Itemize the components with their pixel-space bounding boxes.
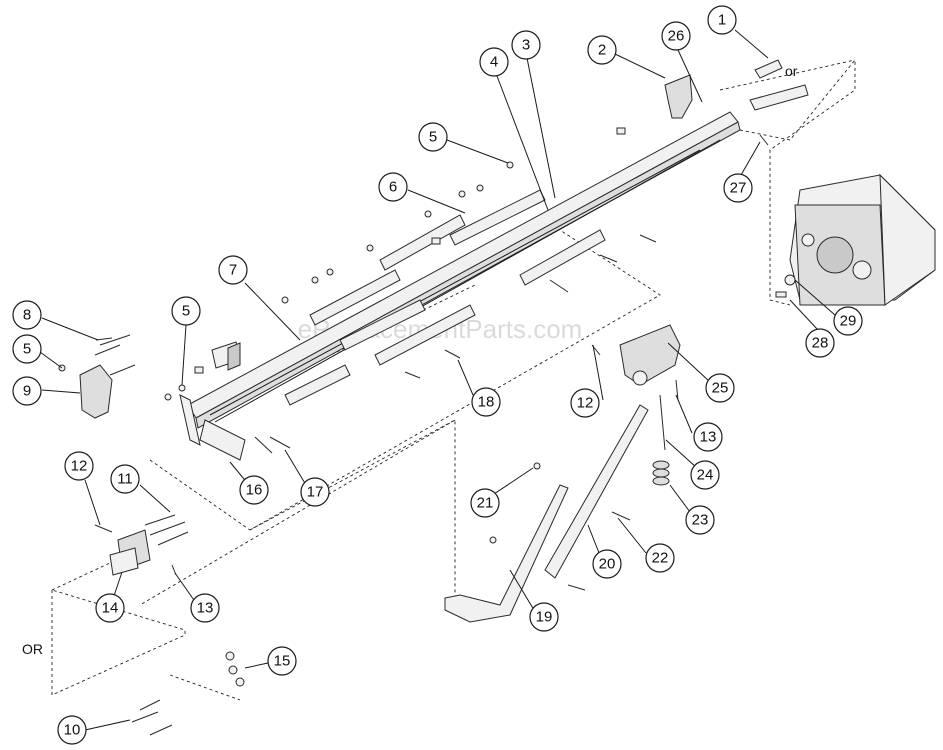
dashed-guides [51, 58, 856, 701]
callout-27: 27 [723, 173, 753, 203]
svg-text:22: 22 [652, 550, 669, 567]
svg-text:8: 8 [23, 307, 31, 324]
callout-25: 25 [705, 373, 735, 403]
svg-text:2: 2 [598, 42, 606, 59]
callout-7: 7 [218, 255, 248, 285]
svg-text:25: 25 [712, 380, 729, 397]
svg-text:10: 10 [64, 722, 81, 739]
svg-text:12: 12 [577, 395, 594, 412]
callout-3: 3 [511, 30, 541, 60]
svg-text:23: 23 [692, 512, 709, 529]
leader-lines [39, 29, 836, 731]
door-bracket [94, 514, 189, 576]
callout-1: 1 [707, 5, 737, 35]
svg-text:9: 9 [23, 383, 31, 400]
svg-text:5: 5 [182, 303, 190, 320]
svg-text:7: 7 [229, 262, 237, 279]
callout-5-mid: 5 [171, 296, 201, 326]
callout-8: 8 [12, 300, 42, 330]
svg-text:1: 1 [718, 12, 726, 29]
callout-9: 9 [12, 376, 42, 406]
callout-21: 21 [470, 488, 500, 518]
callout-12-left: 12 [64, 451, 94, 481]
callout-6: 6 [378, 172, 408, 202]
callout-13-left: 13 [190, 593, 220, 623]
callout-13-right: 13 [693, 422, 723, 452]
callout-10: 10 [57, 715, 87, 745]
callout-28: 28 [805, 328, 835, 358]
svg-text:17: 17 [307, 484, 324, 501]
callouts: 1 2 3 4 5 6 7 8 5 9 5 10 11 12 12 13 13 … [12, 5, 863, 745]
or-label-small: or [785, 63, 798, 79]
callout-11: 11 [110, 464, 140, 494]
callout-12-right: 12 [570, 388, 600, 418]
svg-text:13: 13 [700, 429, 717, 446]
callout-29: 29 [833, 306, 863, 336]
svg-text:13: 13 [197, 600, 214, 617]
callout-20: 20 [592, 549, 622, 579]
rail-assembly [58, 111, 741, 461]
callout-2: 2 [587, 35, 617, 65]
svg-text:29: 29 [840, 313, 857, 330]
callout-18: 18 [471, 387, 501, 417]
or-label-large: OR [22, 641, 43, 657]
svg-text:16: 16 [246, 482, 263, 499]
svg-text:5: 5 [429, 129, 437, 146]
svg-text:24: 24 [697, 467, 714, 484]
svg-text:6: 6 [389, 179, 397, 196]
svg-text:20: 20 [599, 556, 616, 573]
bottom-hardware [131, 651, 245, 736]
callout-4: 4 [479, 47, 509, 77]
callout-17: 17 [300, 477, 330, 507]
svg-text:21: 21 [477, 495, 494, 512]
svg-text:3: 3 [522, 37, 530, 54]
svg-text:18: 18 [478, 394, 495, 411]
callout-24: 24 [690, 460, 720, 490]
svg-text:26: 26 [668, 28, 685, 45]
motor-unit [775, 173, 936, 306]
svg-text:27: 27 [730, 180, 747, 197]
callout-26: 26 [661, 21, 691, 51]
callout-5-left: 5 [12, 334, 42, 364]
svg-text:19: 19 [536, 609, 553, 626]
header-bracket [79, 334, 136, 419]
callout-15: 15 [267, 646, 297, 676]
svg-text:28: 28 [812, 335, 829, 352]
callout-5-top: 5 [418, 122, 448, 152]
svg-text:5: 5 [23, 341, 31, 358]
callout-16: 16 [239, 475, 269, 505]
callout-23: 23 [685, 505, 715, 535]
svg-text:14: 14 [102, 600, 119, 617]
svg-text:11: 11 [117, 471, 133, 488]
trolley [591, 324, 681, 486]
svg-text:15: 15 [274, 653, 291, 670]
svg-text:12: 12 [71, 458, 88, 475]
callout-22: 22 [645, 543, 675, 573]
callout-14: 14 [95, 593, 125, 623]
callout-19: 19 [529, 602, 559, 632]
door-arms [444, 404, 649, 623]
svg-text:4: 4 [490, 54, 498, 71]
